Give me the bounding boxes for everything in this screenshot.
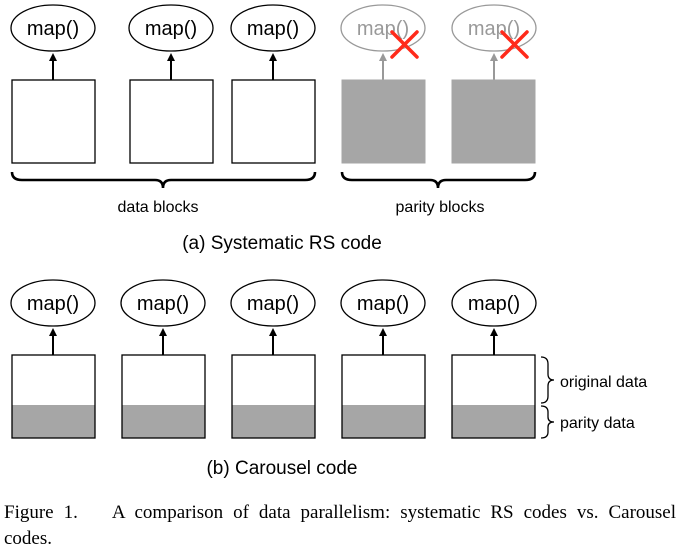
map-ellipse (451, 279, 537, 327)
carousel-block-group: map() (10, 279, 96, 439)
carousel-block (121, 354, 206, 439)
carousel-block (451, 354, 536, 439)
figure-label: Figure 1. (4, 502, 78, 523)
map-label: map() (27, 293, 79, 315)
map-ellipse (230, 279, 316, 327)
parity-portion (122, 405, 205, 438)
systematic-section: map() map() map() map() (10, 4, 537, 254)
carousel-section: map() map() map() map() (10, 279, 647, 479)
parity-blocks-brace (340, 171, 537, 189)
parity-portion (12, 405, 95, 438)
parity-block (341, 79, 426, 164)
original-data-label: original data (560, 374, 647, 391)
subcaption-b: (b) Carousel code (206, 458, 357, 479)
carousel-block-group: map() (230, 279, 316, 439)
map-label-disabled: map() (357, 18, 409, 40)
map-label: map() (137, 293, 189, 315)
data-block (129, 79, 214, 164)
parity-blocks-label: parity blocks (396, 199, 485, 216)
carousel-block (11, 354, 96, 439)
data-block-group: map() (128, 4, 214, 164)
carousel-block-group: map() (120, 279, 206, 439)
map-label: map() (27, 18, 79, 40)
data-block (231, 79, 316, 164)
data-blocks-label: data blocks (118, 199, 199, 216)
parity-block-group: map() (340, 4, 426, 164)
cross-icon (500, 30, 529, 59)
parity-block-group: map() (451, 4, 537, 164)
parity-portion (452, 405, 535, 438)
cross-icon (390, 30, 419, 59)
map-label: map() (468, 293, 520, 315)
carousel-block (231, 354, 316, 439)
map-label-disabled: map() (468, 18, 520, 40)
map-label: map() (247, 293, 299, 315)
carousel-block (341, 354, 426, 439)
subcaption-a: (a) Systematic RS code (182, 233, 382, 254)
data-blocks-brace (10, 171, 317, 189)
map-ellipse (10, 4, 96, 52)
parity-data-label: parity data (560, 415, 635, 432)
figure-caption: Figure 1.A comparison of data parallelis… (4, 500, 676, 552)
map-label: map() (247, 18, 299, 40)
map-ellipse (340, 279, 426, 327)
map-ellipse (120, 279, 206, 327)
data-block (11, 79, 96, 164)
map-ellipse-disabled (340, 4, 426, 52)
parity-block (451, 79, 536, 164)
original-data-brace (540, 356, 555, 404)
map-label: map() (145, 18, 197, 40)
parity-data-brace (540, 405, 555, 439)
data-block-group: map() (10, 4, 96, 164)
parity-portion (232, 405, 315, 438)
map-ellipse (128, 4, 214, 52)
figure-caption-text: A comparison of data parallelism: system… (4, 502, 677, 549)
data-block-group: map() (230, 4, 316, 164)
carousel-block-group: map() (340, 279, 426, 439)
map-ellipse-disabled (451, 4, 537, 52)
parity-portion (342, 405, 425, 438)
carousel-block-group: map() (451, 279, 537, 439)
map-ellipse (10, 279, 96, 327)
map-ellipse (230, 4, 316, 52)
map-label: map() (357, 293, 409, 315)
